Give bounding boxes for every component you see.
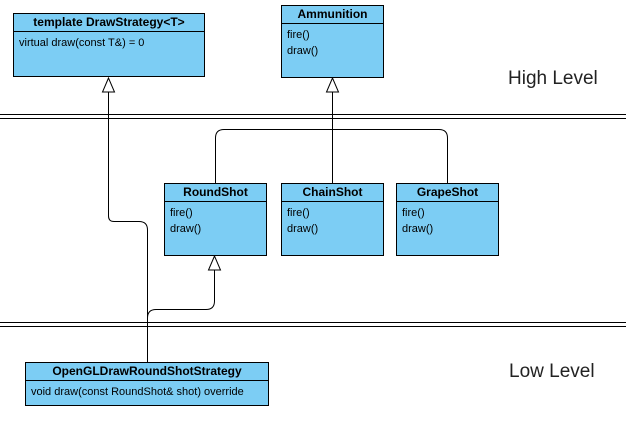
class-member: virtual draw(const T&) = 0 xyxy=(19,37,145,49)
high-level-separator xyxy=(0,114,626,119)
class-member: fire() xyxy=(170,207,193,219)
class-name: ChainShot xyxy=(282,184,383,202)
class-name: GrapeShot xyxy=(397,184,498,202)
class-name: template DrawStrategy<T> xyxy=(14,14,204,32)
class-member: draw() xyxy=(402,223,434,235)
class-member: draw() xyxy=(287,223,319,235)
class-draw-strategy[interactable]: template DrawStrategy<T> virtual draw(co… xyxy=(13,13,205,77)
class-member: void draw(const RoundShot& shot) overrid… xyxy=(31,386,244,398)
realization-draw-strategy xyxy=(101,76,148,362)
high-level-label: High Level xyxy=(508,68,598,89)
class-chain-shot[interactable]: ChainShot fire() draw() xyxy=(281,183,384,256)
class-member: fire() xyxy=(287,29,310,41)
class-round-shot[interactable]: RoundShot fire() draw() xyxy=(164,183,267,256)
low-level-separator xyxy=(0,322,626,327)
class-member: fire() xyxy=(287,207,310,219)
class-name: RoundShot xyxy=(165,184,266,202)
class-grape-shot[interactable]: GrapeShot fire() draw() xyxy=(396,183,499,256)
class-member: draw() xyxy=(287,45,319,57)
low-level-label: Low Level xyxy=(509,361,595,382)
class-name: OpenGLDrawRoundShotStrategy xyxy=(26,363,268,381)
class-member: fire() xyxy=(402,207,425,219)
class-member: draw() xyxy=(170,223,202,235)
class-name: Ammunition xyxy=(282,6,383,24)
inheritance-ammunition xyxy=(215,76,448,183)
dependency-round-shot xyxy=(147,254,222,319)
class-opengl-strategy[interactable]: OpenGLDrawRoundShotStrategy void draw(co… xyxy=(25,362,269,406)
class-ammunition[interactable]: Ammunition fire() draw() xyxy=(281,5,384,78)
